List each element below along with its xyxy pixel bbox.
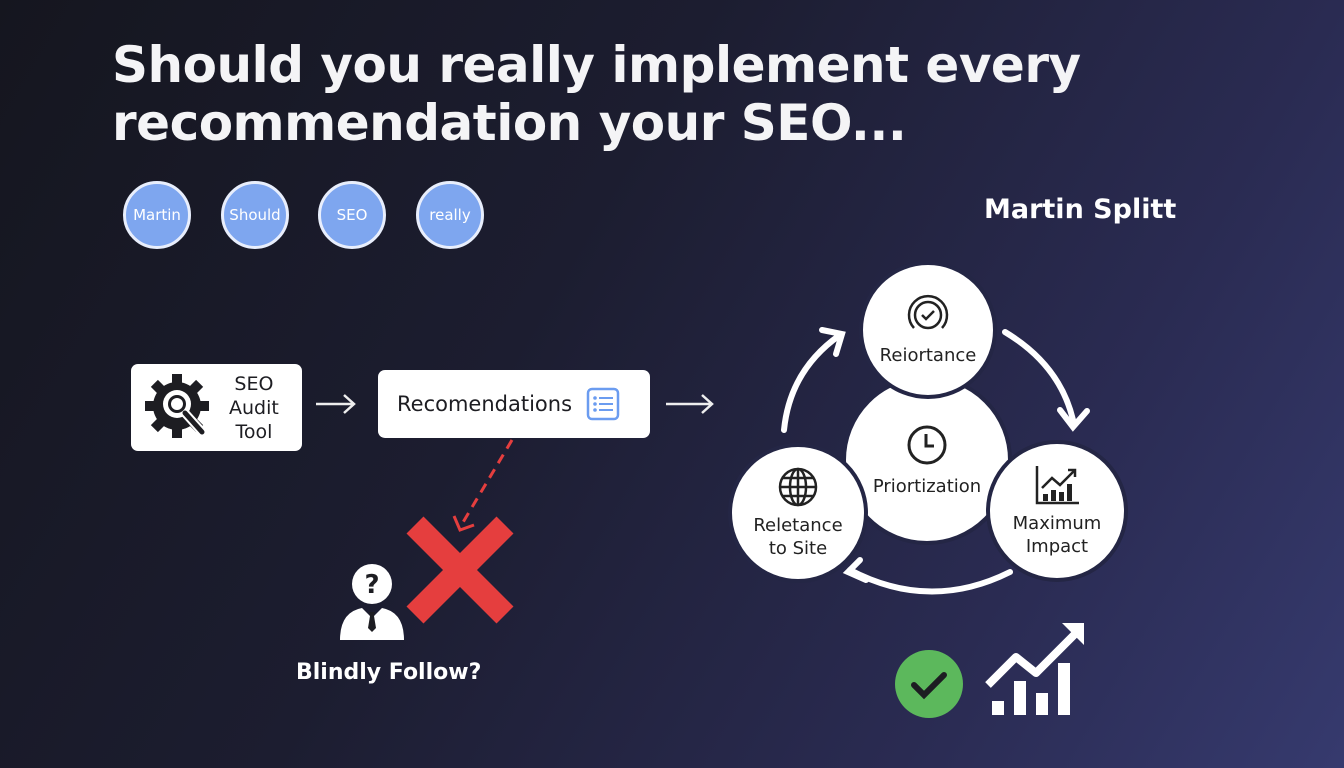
list-icon <box>586 387 620 421</box>
audit-label-line: Tool <box>235 420 273 443</box>
arrow-right-icon <box>666 394 714 414</box>
tag-bubble: really <box>416 181 484 249</box>
cycle-node-reiortance: Reiortance <box>859 261 997 399</box>
dashed-arrow <box>452 439 514 532</box>
tag-bubble: Should <box>221 181 289 249</box>
title-line-2: recommendation your SEO... <box>112 94 907 152</box>
confused-person-icon: ? <box>340 564 404 640</box>
cycle-arrows <box>781 327 1090 595</box>
page-title: Should you really implement every recomm… <box>112 36 1081 152</box>
clock-icon <box>907 425 947 464</box>
growth-chart-icon <box>1035 466 1079 505</box>
target-check-icon <box>907 294 949 329</box>
title-line-1: Should you really implement every <box>112 36 1081 94</box>
author-name: Martin Splitt <box>984 194 1177 225</box>
tag-bubble: SEO <box>318 181 386 249</box>
tag-bubble: Martin <box>123 181 191 249</box>
audit-label-line: Audit <box>229 396 279 419</box>
arrow-right-icon <box>316 394 356 414</box>
recommendations-label: Recomendations <box>397 392 573 416</box>
growth-bars-icon <box>985 623 1084 715</box>
left-label-line: to Site <box>768 538 828 559</box>
left-label-line: Reletance <box>753 515 843 536</box>
audit-tool-label: SEO Audit Tool <box>229 372 279 444</box>
red-x-icon <box>406 516 514 624</box>
gear-search-icon <box>145 373 209 438</box>
audit-label-line: SEO <box>234 372 274 395</box>
right-label-line: Maximum <box>1012 513 1102 534</box>
top-label: Reiortance <box>879 344 977 366</box>
recommendations-box: Recomendations <box>378 370 650 438</box>
blindly-follow-label: Blindly Follow? <box>296 660 482 685</box>
svg-text:?: ? <box>364 570 379 600</box>
green-check-icon <box>895 650 963 718</box>
globe-icon <box>778 467 818 507</box>
seo-audit-tool-box: SEO Audit Tool <box>131 364 302 451</box>
center-label: Priortization <box>872 475 982 497</box>
right-label-line: Impact <box>1025 536 1089 557</box>
